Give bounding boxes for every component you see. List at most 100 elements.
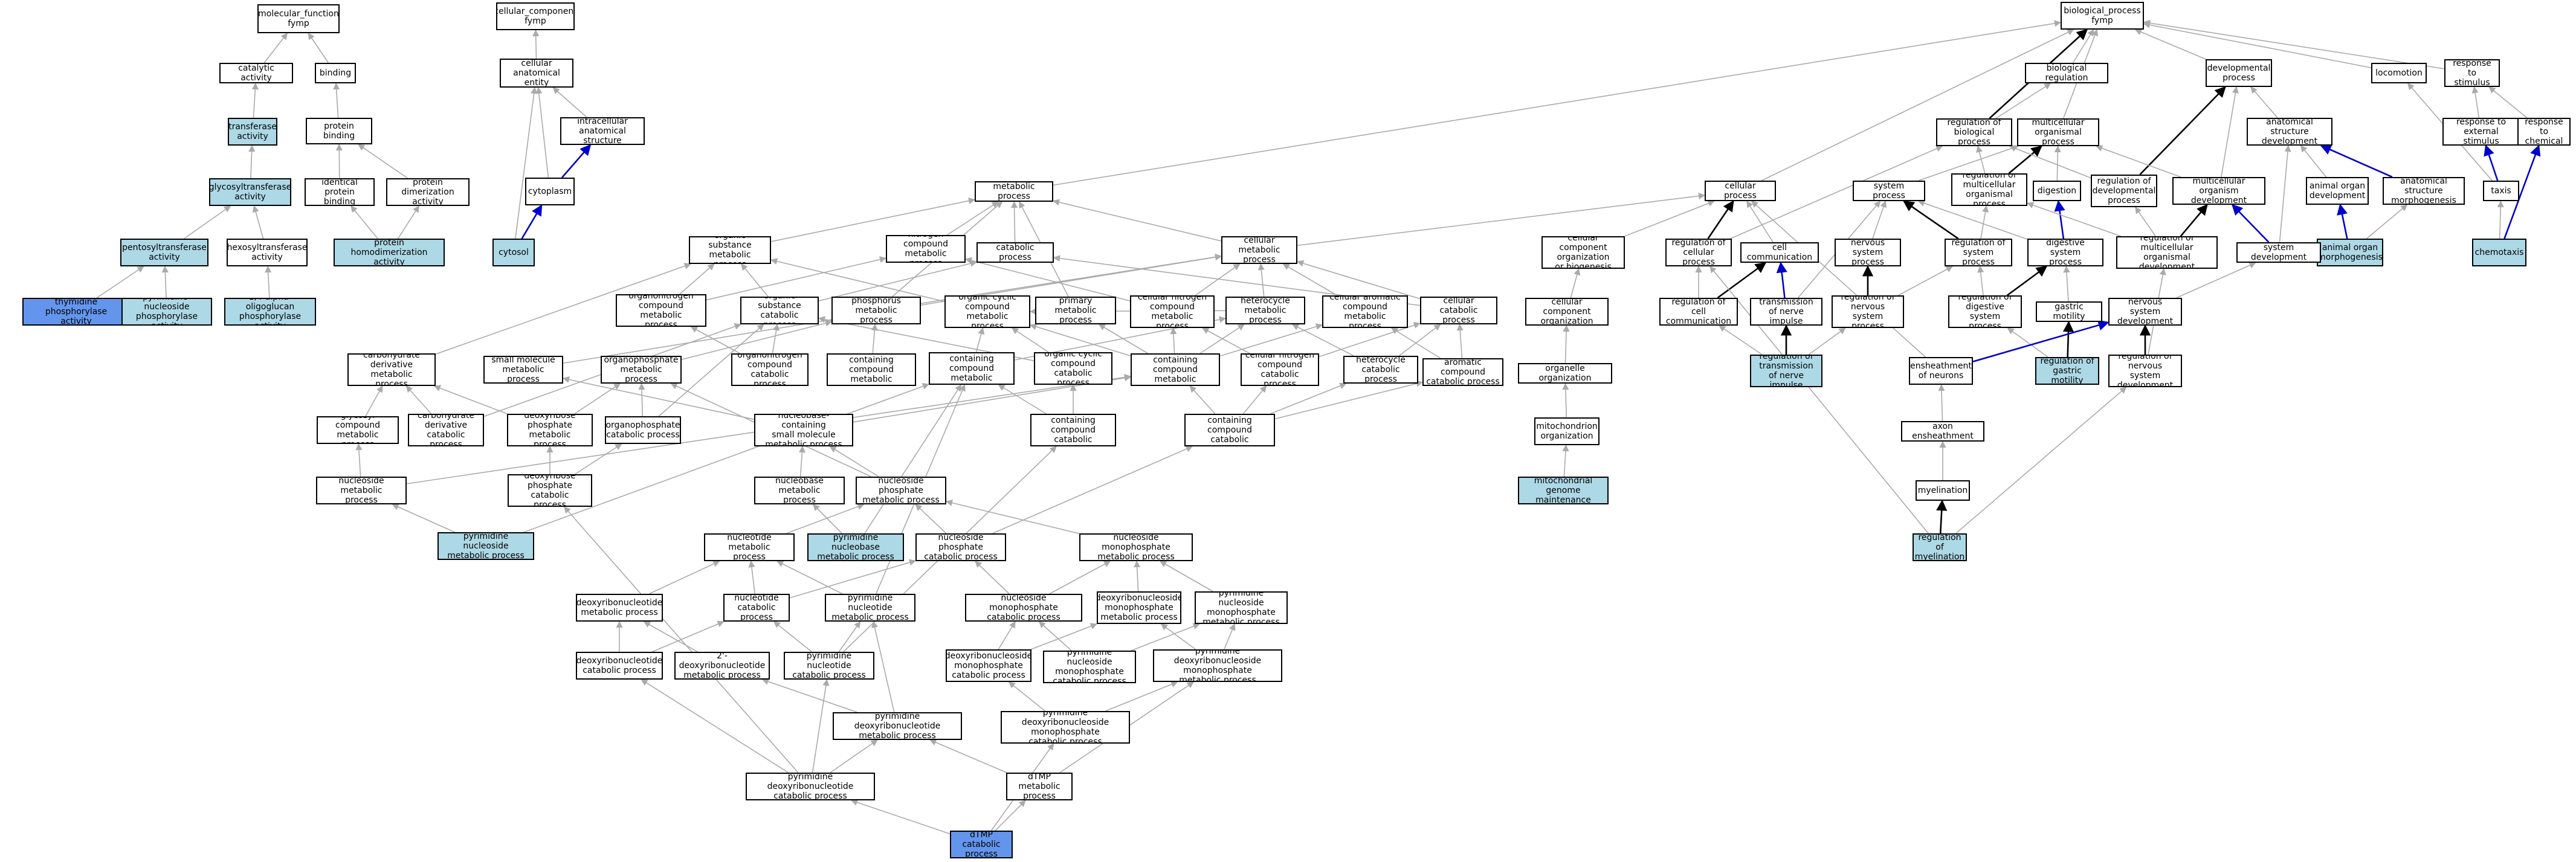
edge-glycosylmet-to-carbderiv — [365, 385, 383, 417]
term-node-twodeoxymet: 2'-deoxyribonucleotide metabolic process — [674, 652, 770, 680]
term-node-nucmet: nucleoside metabolic process — [316, 477, 407, 504]
edge-transimp-to-cellcomm — [1776, 262, 1787, 298]
edge-orgnitmet-to-orgsubmet — [679, 263, 715, 295]
term-node-regcellcomm: regulation of cell communication — [1659, 298, 1738, 326]
edge-pyrnucmet-to-pyrcontain — [523, 383, 930, 533]
edge-pyrdeoxmonomet-to-pyrnucmonomet — [1224, 623, 1236, 650]
term-node-hexosyl: hexosyltransferase activity — [227, 239, 308, 266]
edge-regnervsys-to-regsys — [1898, 266, 1954, 296]
edge-arocat-to-cellcat — [1456, 323, 1464, 359]
edge-regmultdev-to-regmultorg — [2026, 202, 2121, 237]
edge-catproc-to-metproc — [1010, 201, 1018, 243]
edge-orgcyccat-to-orgcycmet — [1011, 327, 1049, 353]
term-node-myelin: myelination — [1916, 480, 1970, 501]
term-node-arocat: aromatic compound catabolic process — [1422, 358, 1503, 386]
edge-dtmpcat-to-dtmpmet — [995, 800, 1026, 831]
term-node-regdigsys: regulation of digestive system process — [1948, 295, 2022, 328]
edge-digsys-to-sysproc — [1917, 200, 2028, 240]
term-node-phoscontain: phosphate-containing compound metabolic … — [827, 353, 916, 386]
term-node-binding: binding — [315, 63, 356, 83]
edge-protdimer-to-protbind — [358, 144, 408, 179]
term-node-regmyelin: regulation of myelination — [1913, 533, 1967, 561]
edge-nucphosmet-to-nbsmallmol — [829, 446, 879, 477]
edge-nucmet-to-glycosylmet — [355, 443, 363, 477]
term-node-ccorg: cellular component organization — [1525, 298, 1609, 326]
edge-devproc-to-bp — [2134, 28, 2206, 60]
edge-hexosyl-to-glyco — [252, 205, 264, 239]
edge-binding-to-mf — [308, 33, 329, 63]
term-node-deoxphosmet: deoxyribose phosphate metabolic process — [507, 414, 593, 446]
term-node-ensheath: ensheathment of neurons — [1909, 357, 1973, 385]
edge-nervsys-to-sysproc — [1872, 200, 1887, 239]
edge-cellnitmet-to-nitcompmet — [964, 257, 1131, 301]
edge-ccorgbio-to-cellproc — [1624, 200, 1715, 237]
term-node-nucphoscat: nucleoside phosphate catabolic process — [915, 533, 1006, 561]
edge-protbind-to-binding — [333, 82, 340, 118]
edge-regmultdev-to-regdev — [2135, 207, 2156, 237]
edge-orgphosmet-to-phosphmet — [681, 320, 833, 360]
edge-taxis-to-respext — [2484, 144, 2499, 181]
term-node-orgcycmet: organic cyclic compound metabolic proces… — [944, 295, 1030, 328]
term-node-cellmet: cellular metabolic process — [1221, 236, 1297, 264]
edge-regtransimp-to-regnervsys — [1808, 327, 1846, 355]
edge-catact-to-mf — [263, 33, 288, 63]
term-node-pyrdeoxmonocat: pyrimidine deoxyribonucleoside monophosp… — [1001, 711, 1130, 744]
edge-regmyelin-to-regnervdev — [1955, 387, 2127, 534]
edge-respext-to-respstim — [2471, 86, 2480, 118]
edge-transf-to-catact — [251, 82, 259, 118]
term-node-glycosylmet: glycosyl compound metabolic process — [317, 416, 399, 444]
edge-orgphoscat-to-orgphosmet — [638, 382, 645, 417]
edge-deoxmonocat-to-deoxmonomet — [1030, 623, 1098, 650]
edge-prothomo-to-identprot — [350, 205, 378, 239]
term-node-bp: biological_process fymp — [2061, 2, 2144, 30]
edge-nbcontain-to-primmet — [1098, 324, 1148, 354]
term-node-nbcontain: nucleobase-containing compound metabolic… — [1131, 353, 1220, 386]
edge-ensheath-to-nervdev — [1972, 320, 2110, 362]
term-node-phosphmet: phosphorus metabolic process — [831, 297, 921, 324]
term-node-hetcat: heterocycle catabolic process — [1343, 356, 1418, 384]
term-node-nitcompmet: nitrogen compound metabolic process — [886, 235, 966, 263]
edge-organmorph-to-organdev — [2337, 204, 2348, 239]
term-node-sysdev: system development — [2236, 242, 2321, 263]
edge-nbcontcat-to-cellnitcat — [1242, 385, 1267, 414]
edge-deoxphosmet-to-orgphosmet — [574, 383, 621, 414]
term-node-respstim: response to stimulus — [2444, 59, 2500, 87]
term-node-regdev: regulation of developmental process — [2091, 175, 2157, 207]
term-node-nucmonomet: nucleoside monophosphate metabolic proce… — [1079, 533, 1193, 561]
term-node-cellcat: cellular catabolic process — [1420, 297, 1497, 324]
term-node-deoxycat: deoxyribonucleotide catabolic process — [576, 652, 663, 680]
edge-nucphoscat-to-nucphosmet — [915, 504, 947, 534]
edge-regmultorg-to-regbio — [1976, 145, 1986, 174]
edge-cellcat-to-cellmet — [1296, 260, 1421, 300]
edge-pyrcontain-to-orgcycmet — [975, 327, 985, 353]
edge-dtmpmet-to-pyrdeoxnucmet — [929, 739, 1007, 773]
term-node-pentosyl: pentosyltransferase activity — [120, 239, 208, 266]
edge-pyrcontcat-to-pyrcontain — [998, 384, 1047, 414]
edge-pyrnuccat-to-nuccat — [773, 621, 812, 652]
edge-cytosol-to-cae — [515, 86, 538, 239]
term-node-deoxmonocat: deoxyribonucleoside monophosphate catabo… — [946, 649, 1031, 682]
edge-pyrdeoxmonocat-to-pyrdeoxmonomet — [1105, 681, 1178, 712]
edge-multdev-to-multorg — [2096, 145, 2181, 178]
term-node-glucanphos: 1,4-alpha-oligoglucan phosphorylase acti… — [224, 298, 316, 326]
edge-gasmot-to-digsys — [2063, 265, 2070, 302]
edge-sysdev-to-multdev — [2232, 204, 2270, 243]
edge-nucbasemet-to-nbsmallmol — [798, 445, 805, 477]
term-node-pyrdeoxnuccat: pyrimidine deoxyribonucleotide catabolic… — [746, 773, 875, 800]
term-node-regbio: regulation of biological process — [1936, 118, 2012, 146]
edge-cellcomm-to-cellproc — [1746, 201, 1774, 243]
term-node-hetmet: heterocycle metabolic process — [1225, 297, 1305, 324]
edge-orgcycmet-to-orgsubmet — [770, 258, 945, 302]
term-node-orgsubcat: organic substance catabolic process — [740, 297, 819, 324]
edge-nuccat-to-nucleotidemet — [748, 560, 756, 594]
edge-deoxphoscat-to-orgphoscat — [575, 443, 622, 475]
edge-axonens-to-ensheath — [1938, 384, 1945, 422]
edge-orgnitcat-to-orgsubcat — [772, 323, 780, 354]
term-node-pyrnucleotide: pyrimidine nucleotide metabolic process — [825, 594, 915, 622]
edge-deoxphosmet-to-carbderiv — [433, 385, 508, 414]
edge-cellnitcat-to-cellnitmet — [1202, 327, 1250, 354]
term-node-orgphoscat: organophosphate catabolic process — [605, 416, 681, 444]
term-node-regmultorg: regulation of multicellular organismal p… — [1951, 173, 2027, 206]
edge-metproc-to-bp — [1053, 20, 2062, 186]
edge-regcell-to-regbio — [1730, 145, 1943, 239]
